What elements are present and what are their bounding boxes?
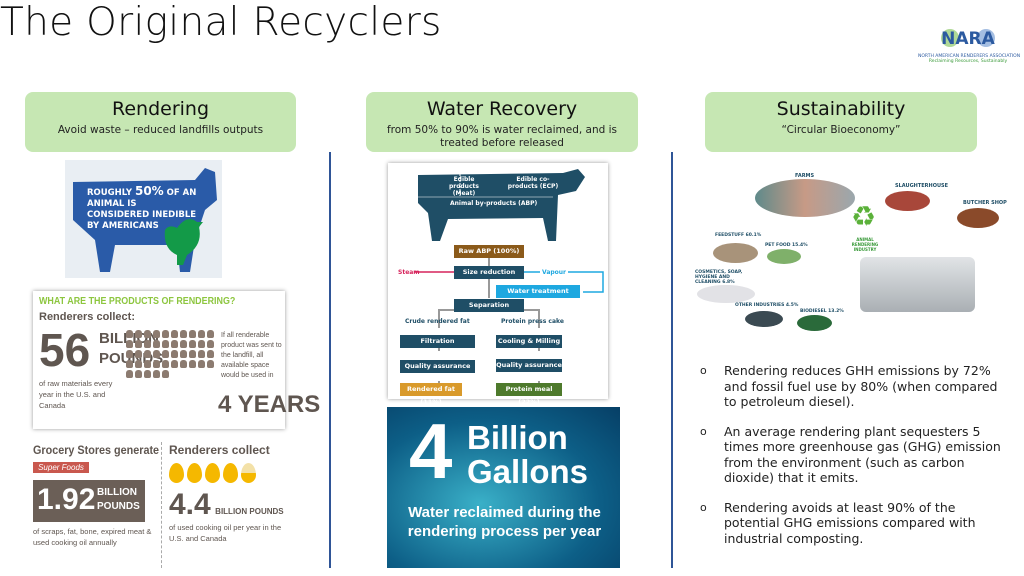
four-number: 4 [409,407,453,495]
products-heading: WHAT ARE THE PRODUCTS OF RENDERING? [39,295,236,307]
quality-assurance-box: Quality assurance [400,360,475,373]
svg-text:NARA: NARA [941,29,995,49]
recycle-arrows-icon: NARA [941,29,996,49]
biodiesel-image [797,315,832,331]
farms-image [755,179,855,217]
oil-number: 4.4 [169,488,211,521]
bullet-text: An average rendering plant sequesters 5 … [724,423,1001,486]
butcher-image [957,208,999,228]
bullet-item: o An average rendering plant sequesters 5… [700,424,1010,486]
grocery-number: 1.92 [37,483,96,516]
bullet-item: o Rendering reduces GHH emissions by 72% … [700,363,1010,410]
oil-unit: BILLION POUNDS [215,507,284,516]
steam-label: Steam [398,269,420,276]
recycle-icon: ♻ [851,200,877,233]
oil-drop-icons [169,463,294,488]
cow-silhouette-icon [73,168,217,272]
column-divider [671,152,673,568]
oil-desc: of used cooking oil per year in the U.S.… [169,523,282,543]
4-years: 4 YEARS [218,391,321,418]
other-industries-image [745,311,783,327]
logo-org-name: NORTH AMERICAN RENDERERS ASSOCIATION [918,54,1021,59]
unit: BILLION [97,487,137,498]
grocery-stat-box: 1.92 BILLION POUNDS [33,480,145,522]
cow-inedible-graphic: ROUGHLY 50% OF AN ANIMAL IS CONSIDERED I… [65,160,222,278]
sustainability-header: Sustainability “Circular Bioeconomy” [705,92,977,152]
separation-box: Separation [454,299,524,312]
biodiesel-label: BIODIESEL 13.2% [800,309,844,314]
cooling-milling-box: Cooling & Milling [496,335,562,348]
logo-tagline: Reclaiming Resources, Sustainably [928,59,1008,64]
cooking-oil-block: Renderers collect 4.4 BILLION POUNDS of … [169,443,294,568]
sustainability-bullets: o Rendering reduces GHH emissions by 72% … [700,363,1010,560]
crude-fat-label: Crude rendered fat [405,318,470,325]
bullet-marker: o [700,364,707,377]
abp-label: Animal by-products (ABP) [450,200,538,207]
protein-meal-box: Protein meal (22%) [496,383,562,406]
bullet-text: Rendering avoids at least 90% of the pot… [724,499,976,546]
cow-text: ROUGHLY [87,188,135,198]
butcher-label: BUTCHER SHOP [963,200,1007,206]
circular-bioeconomy-diagram: FARMS SLAUGHTERHOUSE BUTCHER SHOP ♻ ANIM… [685,163,1020,331]
cow-percent: 50% [134,184,164,198]
quality-assurance-box: Quality assurance [496,359,562,372]
feedstuff-image [713,243,758,263]
bullet-marker: o [700,424,707,438]
cosmetics-label: COSMETICS, SOAP, HYGIENE AND CLEANING 6.… [695,270,743,285]
super-foods-sign: Super Foods [33,462,89,473]
coproducts-label: Edible co-products (ECP) [507,176,559,190]
products-infographic: WHAT ARE THE PRODUCTS OF RENDERING? Rend… [33,291,320,429]
edible-products-label: Edible products (Meat) [449,176,479,197]
nara-logo: NARA NORTH AMERICAN RENDERERS ASSOCIATIO… [918,24,1021,69]
bullet-item: o Rendering avoids at least 90% of the po… [700,500,1010,547]
cosmetics-image [697,285,755,303]
size-reduction-box: Size reduction [454,266,524,279]
water-caption: Water reclaimed during the rendering pro… [407,504,602,540]
bullet-marker: o [700,500,707,514]
products-desc: of raw materials every year in the U.S. … [39,379,113,410]
subtitle: from 50% to 90% is water reclaimed, and … [386,124,618,149]
column-divider [329,152,331,568]
grocery-desc: of scraps, fat, bone, expired meat & use… [33,527,152,547]
bag-icons [125,329,215,379]
rendering-plant-image [860,257,975,312]
slaughterhouse-label: SLAUGHTERHOUSE [895,183,949,189]
press-cake-label: Protein press cake [501,318,564,325]
subtitle: Avoid waste – reduced landfills outputs [57,124,264,136]
other-industries-label: OTHER INDUSTRIES 4.5% [735,303,799,308]
landfill-text: If all renderable product was sent to th… [221,332,282,379]
filtration-box: Filtration [400,335,475,348]
rendering-process-flowchart: Edible products (Meat) Edible co-product… [388,163,608,406]
grocery-stores-block: Grocery Stores generate Super Foods 1.92… [33,443,160,568]
pet-food-label: PET FOOD 15.4% [765,243,808,248]
pet-food-image [767,249,801,264]
subtitle: “Circular Bioeconomy” [781,124,901,136]
gallons-label: Gallons [467,453,589,490]
water-recovery-header: Water Recovery from 50% to 90% is water … [366,92,638,152]
cow-text: OF AN ANIMAL IS CONSIDERED INEDIBLE BY A… [87,188,197,231]
bullet-text: Rendering reduces GHH emissions by 72% a… [724,363,998,409]
unit: POUNDS [97,501,140,512]
heading: Rendering [111,98,210,120]
heading: Sustainability [776,98,906,120]
farms-label: FARMS [795,173,815,179]
rendered-fat-box: Rendered fat (11%) [400,383,462,406]
industry-label: ANIMAL RENDERING INDUSTRY [851,237,879,252]
billion-label: Billion [467,419,568,456]
renderers-collect-label: Renderers collect: [39,311,135,323]
56-number: 56 [39,324,91,376]
dashed-divider [161,442,162,568]
raw-abp-box: Raw ABP (100%) [454,245,524,258]
slaughterhouse-image [885,191,930,211]
rendering-header: Rendering Avoid waste – reduced landfill… [25,92,296,152]
vapour-label: Vapour [540,269,569,276]
slide-title: The Original Recyclers [0,0,442,45]
feedstuff-label: FEEDSTUFF 60.1% [715,233,762,238]
grocery-heading: Grocery Stores generate [33,443,160,457]
heading: Water Recovery [426,98,578,120]
oil-heading: Renderers collect [169,443,270,457]
water-treatment-box: Water treatment (67%) [496,285,580,308]
